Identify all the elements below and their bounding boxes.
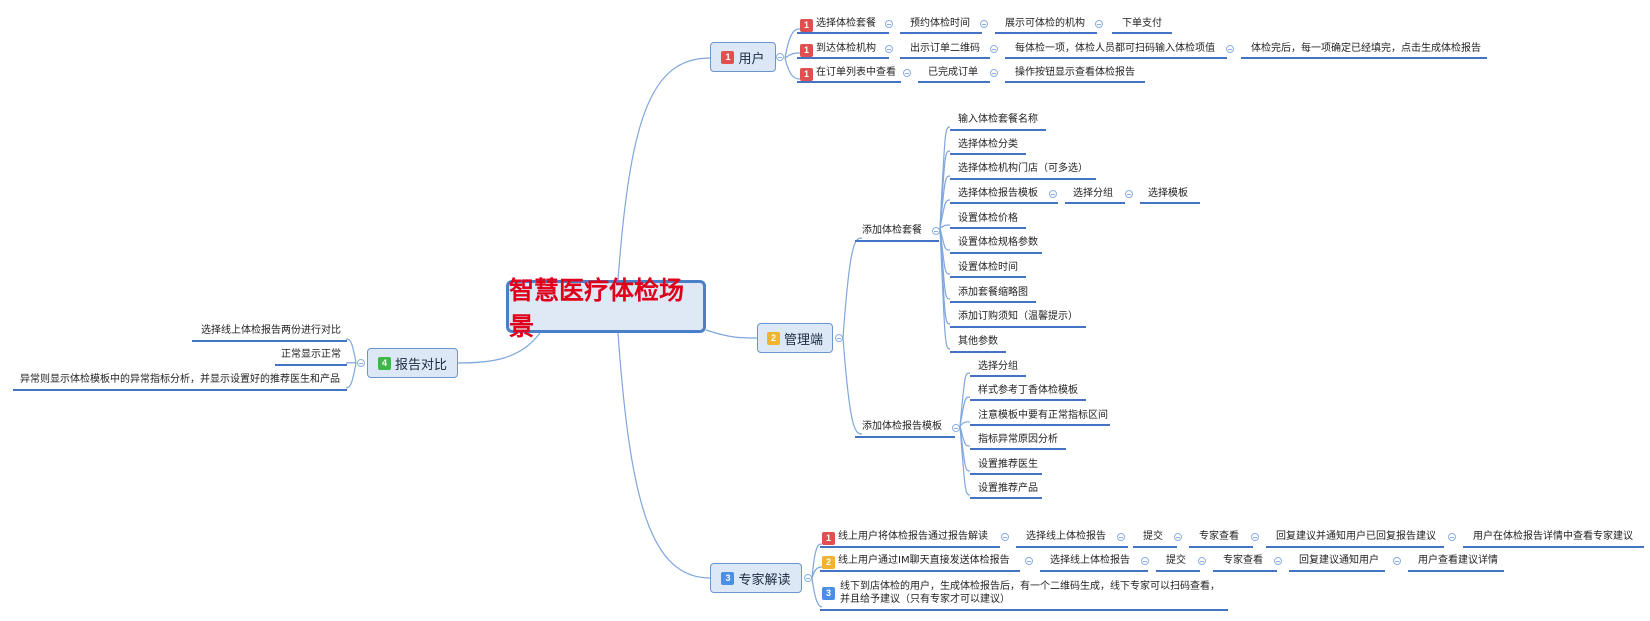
collapse-circle-icon[interactable] [1251,533,1259,541]
collapse-circle-icon[interactable] [990,69,998,77]
package-item-9[interactable]: 添加订购须知（温馨提示） [958,311,1078,322]
collapse-circle-icon[interactable] [1141,557,1149,565]
node-admin[interactable]: 2 管理端 [757,323,833,353]
priority-1-icon: 1 [800,19,813,32]
package-item-4[interactable]: 选择体检报告模板 [958,188,1038,199]
collapse-circle-icon[interactable] [980,20,988,28]
user-row-3-step-3[interactable]: 操作按钮显示查看体检报告 [1015,67,1135,78]
package-item-8[interactable]: 添加套餐缩略图 [958,287,1028,298]
collapse-circle-icon[interactable] [357,359,365,367]
priority-1-icon: 1 [822,532,835,545]
collapse-circle-icon[interactable] [990,45,998,53]
priority-1-icon: 1 [800,68,813,81]
admin-package-label[interactable]: 添加体检套餐 [862,225,922,236]
node-expert[interactable]: 3 专家解读 [710,563,802,593]
package-item-5[interactable]: 设置体检价格 [958,213,1018,224]
report-template-item-6[interactable]: 设置推荐产品 [978,483,1038,494]
user-row-2-step-4[interactable]: 体检完后，每一项确定已经填完，点击生成体检报告 [1251,43,1481,54]
compare-item-2[interactable]: 正常显示正常 [281,349,341,360]
collapse-circle-icon[interactable] [952,424,960,432]
collapse-circle-icon[interactable] [1049,190,1057,198]
report-template-item-1[interactable]: 选择分组 [978,361,1018,372]
expert-row-1-step-6[interactable]: 用户在体检报告详情中查看专家建议 [1473,531,1633,542]
offline-text: 线下到店体检的用户，生成体检报告后，有一个二维码生成，线下专家可以扫码查看，并且… [840,581,1220,605]
expert-row-1-step-4[interactable]: 专家查看 [1199,531,1239,542]
expert-row-2-step-6[interactable]: 用户查看建议详情 [1418,555,1498,566]
user-row-1-step-4[interactable]: 下单支付 [1122,18,1162,29]
collapse-circle-icon[interactable] [1393,557,1401,565]
expert-row-3[interactable]: 3 线下到店体检的用户，生成体检报告后，有一个二维码生成，线下专家可以扫码查看，… [822,580,1222,606]
user-row-1-step-2[interactable]: 预约体检时间 [910,18,970,29]
collapse-circle-icon[interactable] [885,20,893,28]
priority-1-icon: 1 [721,50,735,64]
user-row-1-step-3[interactable]: 展示可体检的机构 [1005,18,1085,29]
priority-2-icon: 2 [766,331,780,345]
collapse-circle-icon[interactable] [1001,533,1009,541]
collapse-circle-icon[interactable] [932,227,940,235]
collapse-circle-icon[interactable] [804,574,812,582]
report-template-item-4[interactable]: 指标异常原因分析 [978,434,1058,445]
node-expert-label: 专家解读 [738,572,791,588]
node-compare-label: 报告对比 [394,357,447,373]
collapse-circle-icon[interactable] [1274,557,1282,565]
package-item-2[interactable]: 选择体检分类 [958,139,1018,150]
step-label: 线上用户将体检报告通过报告解读 [838,531,988,542]
expert-row-1-step-5[interactable]: 回复建议并通知用户已回复报告建议 [1276,531,1436,542]
priority-3-icon: 3 [721,571,735,585]
collapse-circle-icon[interactable] [1198,557,1206,565]
collapse-circle-icon[interactable] [1095,20,1103,28]
collapse-circle-icon[interactable] [885,45,893,53]
template-chain-group[interactable]: 选择分组 [1073,188,1113,199]
collapse-circle-icon[interactable] [1448,533,1456,541]
step-label: 选择体检套餐 [816,18,876,29]
collapse-circle-icon[interactable] [1125,190,1133,198]
step-label: 在订单列表中查看 [816,67,896,78]
report-template-item-5[interactable]: 设置推荐医生 [978,459,1038,470]
node-user-label: 用户 [738,51,765,67]
package-item-7[interactable]: 设置体检时间 [958,262,1018,273]
expert-row-2-step-4[interactable]: 专家查看 [1223,555,1263,566]
collapse-circle-icon[interactable] [835,334,843,342]
user-row-3-step-2[interactable]: 已完成订单 [928,67,978,78]
package-item-3[interactable]: 选择体检机构门店（可多选） [958,163,1088,174]
expert-row-1-step-3[interactable]: 提交 [1143,531,1163,542]
priority-3-icon: 3 [822,587,835,600]
package-item-10[interactable]: 其他参数 [958,336,998,347]
priority-1-icon: 1 [800,44,813,57]
collapse-circle-icon[interactable] [776,53,784,61]
expert-row-2-step-2[interactable]: 选择线上体检报告 [1050,555,1130,566]
user-row-2-step-3[interactable]: 每体检一项，体检人员都可扫码输入体检项值 [1015,43,1215,54]
collapse-circle-icon[interactable] [1117,533,1125,541]
node-compare[interactable]: 4 报告对比 [367,348,458,378]
admin-report-template-label[interactable]: 添加体检报告模板 [862,421,942,432]
collapse-circle-icon[interactable] [903,69,911,77]
expert-row-1-step-2[interactable]: 选择线上体检报告 [1026,531,1106,542]
user-row-2-step-2[interactable]: 出示订单二维码 [910,43,980,54]
collapse-circle-icon[interactable] [1025,557,1033,565]
template-chain-select[interactable]: 选择模板 [1148,188,1188,199]
package-item-6[interactable]: 设置体检规格参数 [958,237,1038,248]
expert-row-2-step-3[interactable]: 提交 [1166,555,1186,566]
step-label: 线上用户通过IM聊天直接发送体检报告 [838,555,1010,566]
priority-4-icon: 4 [377,356,391,370]
report-template-item-2[interactable]: 样式参考丁香体检模板 [978,385,1078,396]
node-user[interactable]: 1 用户 [710,42,776,72]
compare-item-3[interactable]: 异常则显示体检模板中的异常指标分析，并显示设置好的推荐医生和产品 [20,374,340,385]
package-item-1[interactable]: 输入体检套餐名称 [958,114,1038,125]
root-topic[interactable]: 智慧医疗体检场景 [506,276,706,341]
collapse-circle-icon[interactable] [1174,533,1182,541]
report-template-item-3[interactable]: 注意模板中要有正常指标区间 [978,410,1108,421]
compare-item-1[interactable]: 选择线上体检报告两份进行对比 [201,325,341,336]
collapse-circle-icon[interactable] [1226,45,1234,53]
node-admin-label: 管理端 [783,332,823,348]
priority-2-icon: 2 [822,556,835,569]
expert-row-2-step-5[interactable]: 回复建议通知用户 [1299,555,1379,566]
step-label: 到达体检机构 [816,43,876,54]
